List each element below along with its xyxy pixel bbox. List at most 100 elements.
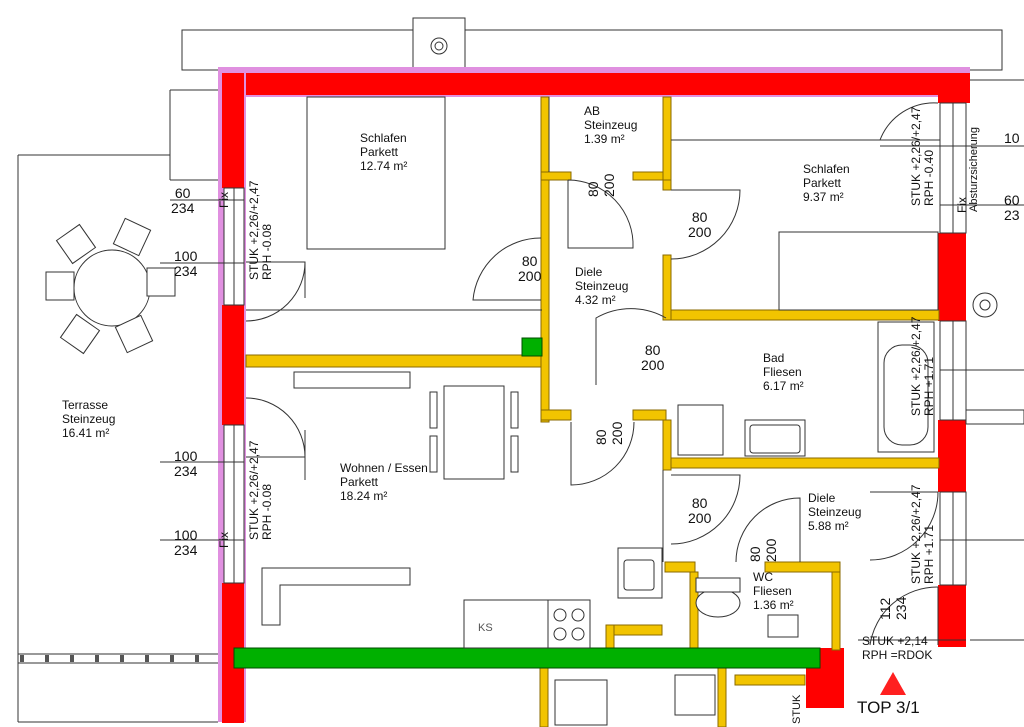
- ks-label: KS: [478, 621, 493, 635]
- door-dim-wc-h: 200: [763, 539, 779, 562]
- door-width: 80: [585, 181, 601, 197]
- unit-title: TOP 3/1: [857, 698, 920, 718]
- room-floor: Steinzeug: [584, 118, 638, 132]
- stuk-note-5: STUK +2,26/+2,47 RPH +1.71: [909, 485, 936, 584]
- stuk-entry-text: STUK +2,14: [862, 634, 928, 648]
- rph-text: RPH -0.08: [260, 223, 274, 280]
- room-wc: WC Fliesen 1.36 m²: [753, 570, 794, 612]
- room-floor: Parkett: [340, 475, 379, 489]
- window-dim-right-1: 10: [1004, 131, 1020, 146]
- stuk-note-2: STUK +2,26/+2,47 RPH -0.08: [247, 441, 274, 540]
- door-height: 200: [688, 510, 712, 526]
- room-floor: Steinzeug: [62, 412, 116, 426]
- unit-title-text: TOP 3/1: [857, 698, 920, 717]
- window-dim-right-2: 60 23: [1004, 193, 1020, 223]
- room-name: Diele: [808, 491, 836, 505]
- door-dim-diele2: 80 200: [688, 496, 711, 526]
- room-diele-1: Diele Steinzeug 4.32 m²: [575, 265, 628, 307]
- fix-label-2: Fix: [217, 532, 231, 548]
- fix-text: Fix: [217, 192, 231, 208]
- room-area: 18.24 m²: [340, 489, 388, 503]
- room-terrasse: Terrasse Steinzeug 16.41 m²: [62, 398, 115, 440]
- green-elements: [233, 337, 821, 669]
- window-width: 100: [174, 448, 198, 464]
- door-dim-wohnen-h: 200: [609, 421, 625, 445]
- rph-text: RPH -0.08: [260, 483, 274, 540]
- room-name: Diele: [575, 265, 603, 279]
- stuk-note-4: STUK +2,26/+2,47 RPH +1.71: [909, 317, 936, 416]
- room-name: Schlafen: [803, 162, 850, 176]
- stuk-short-text: STUK: [791, 694, 803, 724]
- interior-lines: [246, 97, 940, 562]
- room-floor: Fliesen: [763, 365, 802, 379]
- absturz-label: Absturzsicherung: [968, 127, 981, 212]
- window-height: 234: [174, 542, 198, 558]
- room-name: WC: [753, 570, 773, 584]
- room-name: AB: [584, 104, 601, 118]
- window-width: 60: [1004, 192, 1020, 208]
- door-dim-ab-h: 200: [601, 173, 617, 197]
- entry-note: STUK +2,14 RPH =RDOK: [862, 634, 932, 662]
- room-diele-2: Diele Steinzeug 5.88 m²: [808, 491, 861, 533]
- entry-arrow: [880, 672, 906, 695]
- stuk-note-3: STUK +2,26/+2,47 RPH -0.40: [909, 107, 936, 206]
- window-dim-4: 100 234: [174, 528, 197, 558]
- room-schlafen-2: Schlafen Parkett 9.37 m²: [803, 162, 850, 204]
- door-height: 200: [609, 421, 625, 445]
- room-floor: Steinzeug: [575, 279, 629, 293]
- door-width: 80: [691, 209, 708, 225]
- window-dim-1: 60 234: [171, 186, 194, 216]
- window-height: 23: [1004, 207, 1020, 223]
- door-height: 234: [893, 596, 909, 620]
- rph-text: RPH +1.71: [922, 524, 936, 584]
- door-width: 80: [521, 253, 538, 269]
- door-height: 200: [601, 173, 617, 197]
- window-width: 60: [174, 185, 191, 201]
- ks-text: KS: [478, 622, 493, 634]
- door-width: 80: [644, 342, 661, 358]
- room-name: Schlafen: [360, 131, 407, 145]
- room-name: Bad: [763, 351, 785, 365]
- window-width: 100: [174, 248, 198, 264]
- room-floor: Parkett: [360, 145, 399, 159]
- door-height: 200: [641, 357, 665, 373]
- door-width: 80: [593, 429, 609, 445]
- fix-text: Fix: [955, 197, 969, 213]
- vent-box: [412, 17, 466, 71]
- room-schlafen-1: Schlafen Parkett 12.74 m²: [360, 131, 407, 173]
- window-dim-lines: [160, 145, 1024, 641]
- window-dim-3: 100 234: [174, 449, 197, 479]
- furniture: [261, 96, 939, 726]
- door-dim-ab: 80: [585, 181, 601, 197]
- door-dim-wc: 80: [747, 546, 763, 562]
- door-dim-wohnen: 80: [593, 429, 609, 445]
- room-area: 9.37 m²: [803, 190, 844, 204]
- window-height: 234: [174, 263, 198, 279]
- room-floor: Fliesen: [753, 584, 792, 598]
- interior-partitions: [245, 96, 940, 727]
- room-wohnen: Wohnen / Essen Parkett 18.24 m²: [340, 461, 428, 503]
- room-area: 4.32 m²: [575, 293, 616, 307]
- room-area: 1.36 m²: [753, 598, 794, 612]
- room-area: 5.88 m²: [808, 519, 849, 533]
- fix-text: Fix: [217, 532, 231, 548]
- room-bad: Bad Fliesen 6.17 m²: [763, 351, 804, 393]
- window-frames: [223, 102, 967, 586]
- stuk-short-label: STUK: [791, 695, 804, 724]
- terrace-table: [45, 217, 176, 355]
- room-floor: Parkett: [803, 176, 842, 190]
- room-area: 16.41 m²: [62, 426, 110, 440]
- window-height: 234: [174, 463, 198, 479]
- rph-text: RPH +1.71: [922, 356, 936, 416]
- door-width: 80: [747, 546, 763, 562]
- room-floor: Steinzeug: [808, 505, 862, 519]
- door-dim-bad: 80 200: [641, 343, 664, 373]
- door-height: 200: [518, 268, 542, 284]
- rph-entry-text: RPH =RDOK: [862, 648, 933, 662]
- door-dim-entry-h: 234: [893, 596, 909, 620]
- absturz-text: Absturzsicherung: [968, 127, 980, 212]
- door-height: 200: [688, 224, 712, 240]
- door-width: 112: [877, 597, 893, 620]
- stuk-note-1: STUK +2,26/+2,47 RPH -0.08: [247, 181, 274, 280]
